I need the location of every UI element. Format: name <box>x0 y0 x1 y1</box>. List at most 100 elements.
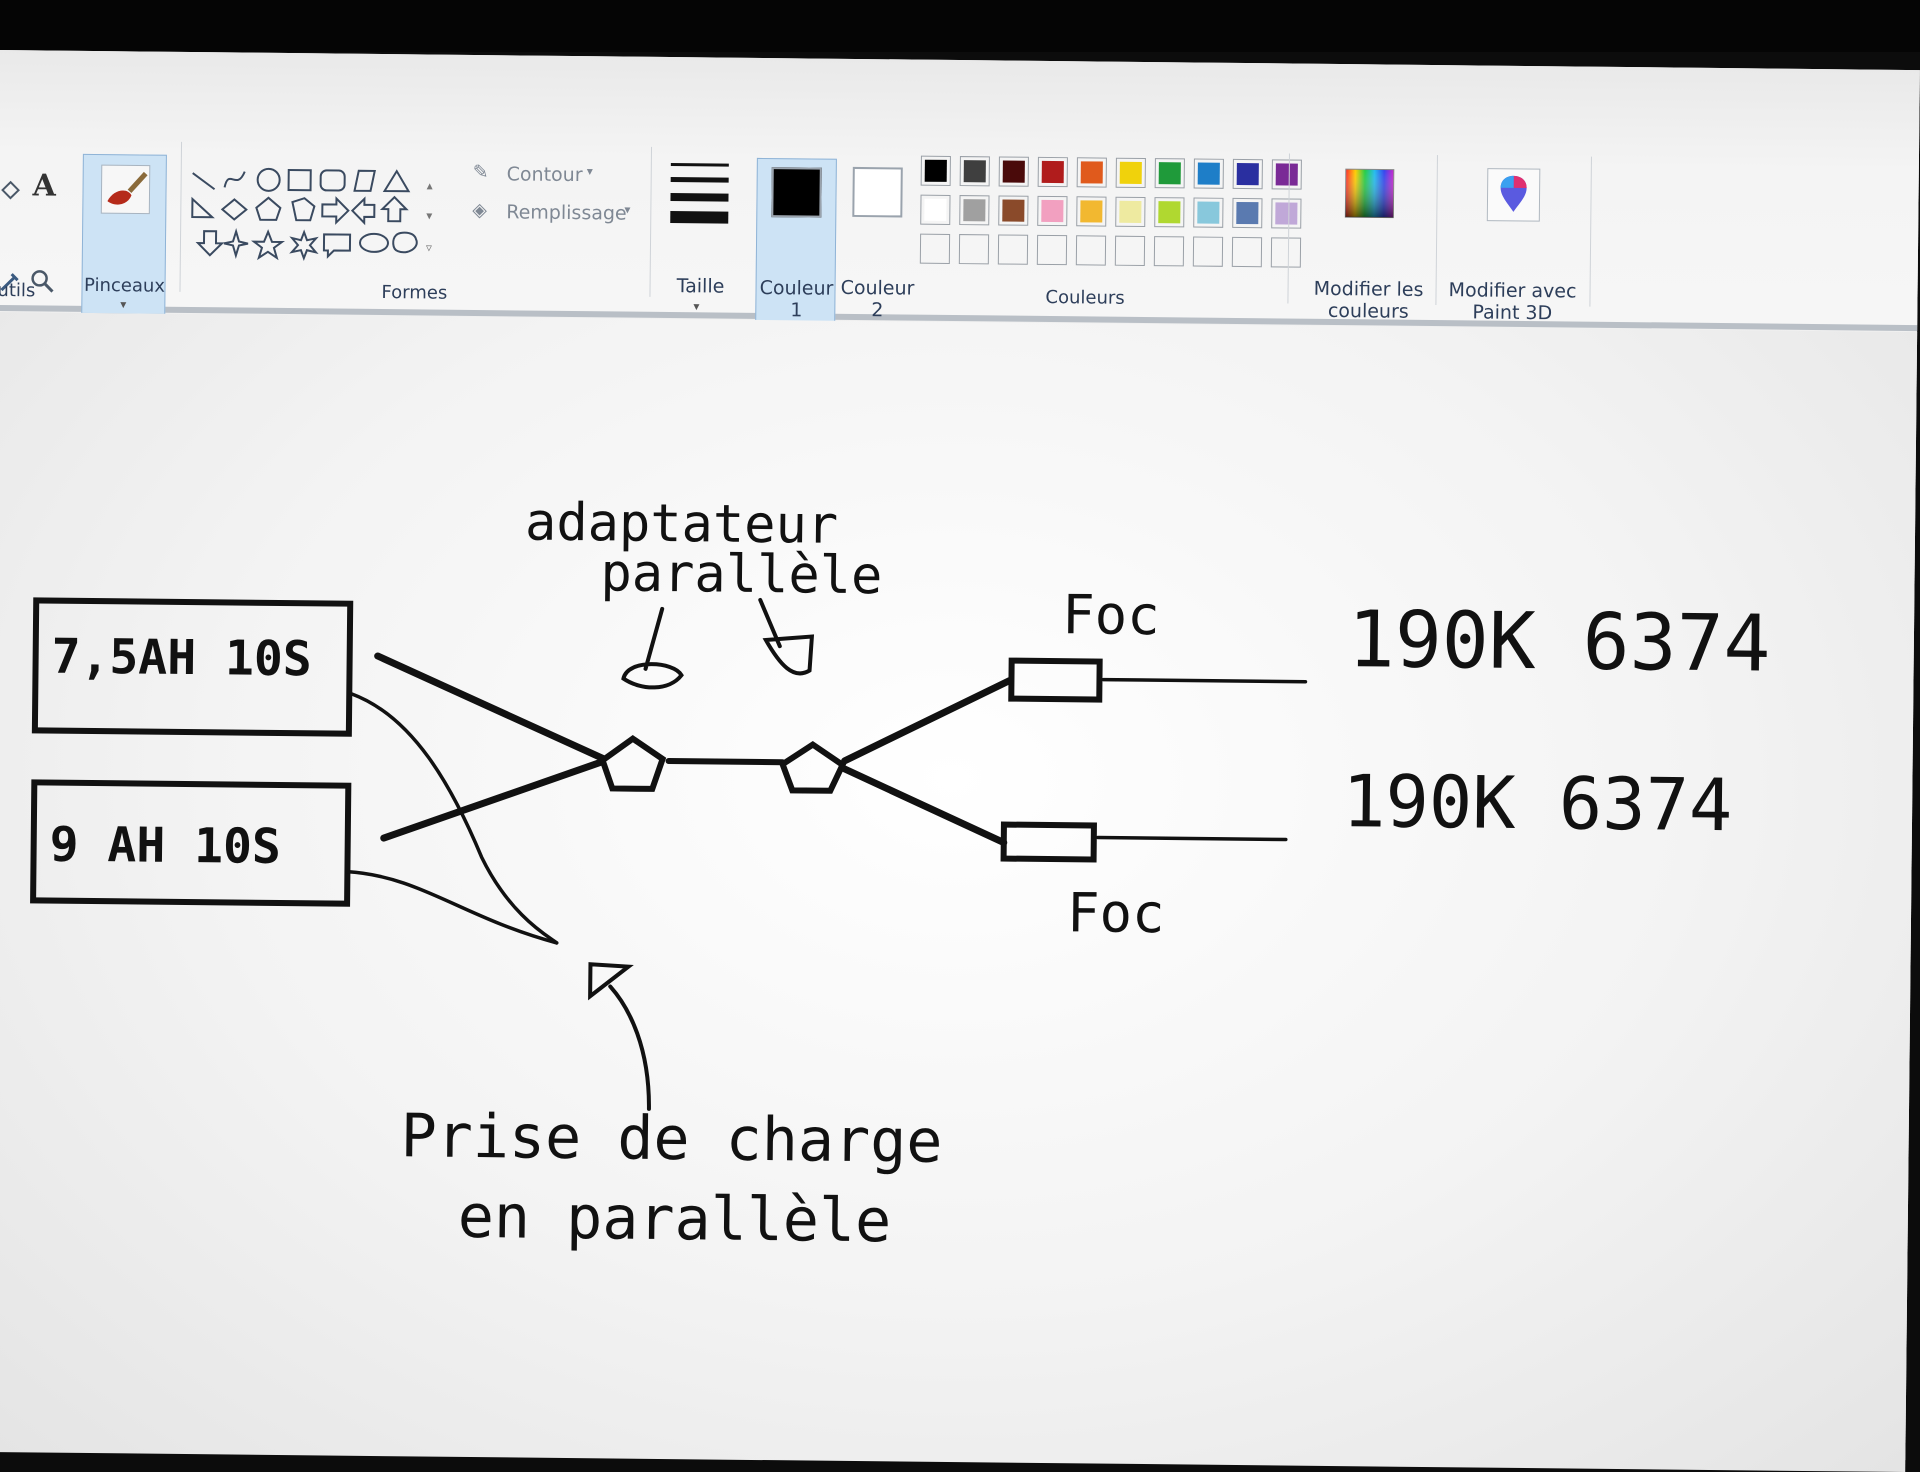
lead-top <box>1101 677 1308 684</box>
palette-color-fill <box>963 160 986 183</box>
adapter-left-pentagon <box>599 735 667 792</box>
edit-colors-button[interactable]: Modifier les couleurs <box>1293 162 1445 324</box>
size-button[interactable]: Taille ▾ <box>665 157 739 318</box>
size-line-thick <box>670 193 729 202</box>
adapter-right-pentagon <box>778 740 847 794</box>
palette-color-swatch[interactable] <box>1076 157 1107 188</box>
palette-empty-swatch[interactable] <box>1114 235 1146 266</box>
color2-button[interactable]: Couleur 2 <box>837 159 919 325</box>
shapes-gallery[interactable]: ▴ ▾ ▿ <box>187 157 439 320</box>
ribbon: A utils Pinceaux ▾ <box>0 50 1920 332</box>
arrow-up-charge <box>588 962 651 1111</box>
edit-colors-label: Modifier les couleurs <box>1313 277 1424 323</box>
group-separator <box>179 141 183 292</box>
fill-icon: ◈ <box>472 198 488 222</box>
palette-color-fill <box>1080 200 1103 223</box>
drawing-canvas[interactable]: adaptateur parallèle 7,5AH 10S 9 AH 10S … <box>0 311 1918 1472</box>
color1-button[interactable]: Couleur 1 <box>755 157 837 324</box>
palette-empty-swatch[interactable] <box>1231 236 1263 268</box>
wire-battery2-adapter <box>380 758 605 842</box>
palette-color-fill <box>1080 161 1103 184</box>
shapes-icons: ▴ ▾ ▿ <box>191 167 433 262</box>
xt-connector-top <box>1008 657 1103 703</box>
palette-color-swatch[interactable] <box>920 155 951 186</box>
palette-color-fill <box>963 199 986 222</box>
palette-color-swatch[interactable] <box>1037 195 1068 227</box>
palette-color-swatch[interactable] <box>1193 197 1224 228</box>
chevron-down-icon: ▾ <box>693 299 700 314</box>
code-top: 190K 6374 <box>1347 595 1771 689</box>
tools-group-label: utils <box>0 279 36 302</box>
balance-wire-1 <box>349 691 559 945</box>
palette-color-fill <box>1002 199 1025 222</box>
battery2-box <box>30 779 352 907</box>
hand-drawing: adaptateur parallèle 7,5AH 10S 9 AH 10S … <box>30 493 1771 1257</box>
size-line-thicker <box>670 211 729 224</box>
group-separator <box>649 146 653 297</box>
brushes-label: Pinceaux <box>83 274 166 297</box>
colors-group-label: Couleurs <box>1045 286 1125 309</box>
palette-empty-swatch[interactable] <box>1075 235 1107 266</box>
paint3d-icon <box>1486 168 1541 222</box>
adapter-label-line1: adaptateur <box>525 493 839 556</box>
palette-color-swatch[interactable] <box>959 195 990 226</box>
outline-dropdown[interactable]: Contour <box>506 163 583 187</box>
arrow-down-right <box>758 597 815 676</box>
size-line-thin <box>670 163 729 167</box>
color-picker-icon[interactable] <box>0 268 24 294</box>
palette-color-fill <box>1197 201 1220 224</box>
palette-color-fill <box>1158 201 1181 224</box>
outline-icon: ✎ <box>472 160 489 184</box>
charge-label-line2: en parallèle <box>457 1182 891 1257</box>
monitor-bezel <box>0 0 1920 52</box>
brush-icon <box>100 164 151 215</box>
palette-empty-swatch[interactable] <box>997 234 1029 265</box>
palette-color-swatch[interactable] <box>920 194 951 225</box>
svg-text:▿: ▿ <box>426 240 432 254</box>
paint3d-button[interactable]: Modifier avec Paint 3D <box>1437 163 1589 325</box>
palette-color-swatch[interactable] <box>959 156 990 187</box>
palette-color-swatch[interactable] <box>1115 196 1146 228</box>
palette-color-swatch[interactable] <box>1037 156 1068 188</box>
paint-window: A utils Pinceaux ▾ <box>0 50 1920 1472</box>
palette-color-fill <box>1158 162 1181 185</box>
svg-text:▾: ▾ <box>426 208 432 222</box>
fill-dropdown[interactable]: Remplissage <box>506 201 627 225</box>
palette-empty-swatch[interactable] <box>1153 236 1185 267</box>
palette-color-swatch[interactable] <box>1193 158 1224 189</box>
palette-color-fill <box>1197 162 1220 185</box>
palette-empty-swatch[interactable] <box>958 234 990 265</box>
palette-color-swatch[interactable] <box>1154 158 1185 189</box>
wire-output-bottom <box>841 765 1008 847</box>
palette-color-swatch[interactable] <box>1154 197 1185 228</box>
palette-color-swatch[interactable] <box>1076 196 1107 227</box>
palette-empty-swatch[interactable] <box>919 233 951 264</box>
battery1-box <box>31 597 354 737</box>
wire-battery1-adapter <box>374 652 607 762</box>
palette-empty-swatch[interactable] <box>1192 236 1224 267</box>
lead-bottom <box>1096 835 1288 842</box>
battery1-label: 7,5AH 10S <box>51 629 312 688</box>
arrow-down-left <box>621 606 684 690</box>
magnifier-icon[interactable] <box>29 268 55 294</box>
palette-color-swatch[interactable] <box>1232 197 1263 229</box>
palette-color-swatch[interactable] <box>1232 158 1263 190</box>
balance-wire-2 <box>345 869 559 945</box>
wire-output-top <box>841 677 1013 765</box>
color2-swatch <box>852 166 903 218</box>
adapter-link-wire <box>665 758 786 766</box>
palette-color-fill <box>1236 162 1259 186</box>
text-tool-icon[interactable]: A <box>32 168 57 204</box>
code-bottom: 190K 6374 <box>1342 759 1733 847</box>
color1-swatch <box>771 167 822 218</box>
palette-color-swatch[interactable] <box>1115 157 1146 189</box>
adapter-label-line2: parallèle <box>600 543 882 606</box>
size-label: Taille <box>676 275 725 298</box>
palette-empty-swatch[interactable] <box>1036 234 1068 266</box>
brushes-button[interactable]: Pinceaux ▾ <box>81 153 167 315</box>
fill-bucket-icon[interactable] <box>0 178 25 204</box>
palette-color-swatch[interactable] <box>998 156 1029 187</box>
palette-color-fill <box>1041 160 1064 184</box>
xt-bottom-label: Foc <box>1067 881 1165 945</box>
palette-color-swatch[interactable] <box>998 195 1029 226</box>
